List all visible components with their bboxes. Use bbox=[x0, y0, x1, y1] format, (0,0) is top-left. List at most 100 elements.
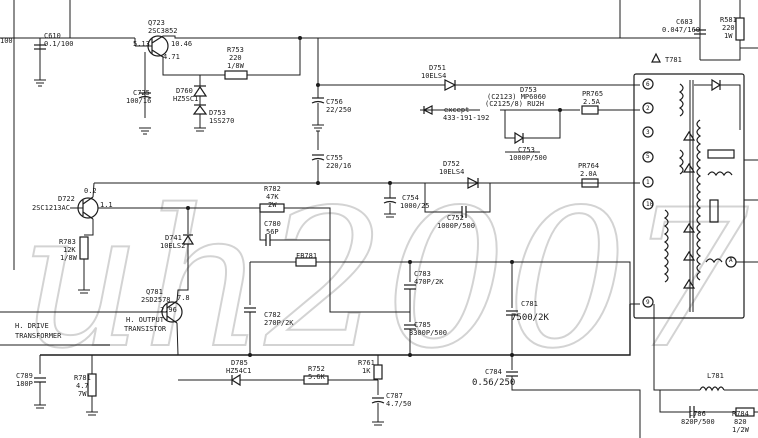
label-c787b: 4.7/50 bbox=[386, 400, 411, 408]
label-pr765b: 2.5A bbox=[583, 98, 601, 106]
label-d753b: (C2123) MP6060 bbox=[487, 93, 546, 101]
label-hdr2: TRANSFORMER bbox=[15, 332, 62, 340]
label-r781c: 7W bbox=[78, 390, 87, 398]
label-c787a: C787 bbox=[386, 392, 403, 400]
label-exc2: 433-191-192 bbox=[443, 114, 489, 122]
label-c683b: 0.047/160 bbox=[662, 26, 700, 34]
label-hout2: TRANSISTOR bbox=[124, 325, 167, 333]
label-pr764b: 2.0A bbox=[580, 170, 598, 178]
label-r753a: R753 bbox=[227, 46, 244, 54]
label-r782b: 47K bbox=[266, 193, 279, 201]
label-l100: 100 bbox=[0, 37, 13, 45]
label-r581c: 1W bbox=[724, 32, 733, 40]
label-c756a: C756 bbox=[326, 98, 343, 106]
label-d753a: D753 bbox=[520, 86, 537, 94]
label-d753ia: D753 bbox=[209, 109, 226, 117]
label-q781a: Q781 bbox=[146, 288, 163, 296]
label-r761a: R761 bbox=[358, 359, 375, 367]
upper-wiring bbox=[0, 0, 758, 270]
label-fb781: FB781 bbox=[296, 252, 317, 260]
label-r782a: R782 bbox=[264, 185, 281, 193]
label-r752b: 5.6K bbox=[308, 373, 326, 381]
label-r784a: R784 bbox=[732, 410, 749, 418]
label-c782b: 270P/2K bbox=[264, 319, 294, 327]
label-c786a: C786 bbox=[689, 410, 706, 418]
label-pr765a: PR765 bbox=[582, 90, 603, 98]
label-p10: 10 bbox=[646, 201, 654, 208]
label-d751b: 10ELS4 bbox=[421, 72, 446, 80]
label-c754b: 1000/25 bbox=[400, 202, 430, 210]
label-pA: A bbox=[729, 257, 733, 264]
label-l781: L781 bbox=[707, 372, 724, 380]
label-d722a: D722 bbox=[58, 195, 75, 203]
label-c781a: C781 bbox=[521, 300, 538, 308]
label-p3: 3 bbox=[646, 129, 650, 136]
label-r761b: 1K bbox=[362, 367, 371, 375]
label-r784c: 1/2W bbox=[732, 426, 750, 434]
h-output-section bbox=[0, 182, 641, 438]
label-c753b: 1000P/500 bbox=[509, 154, 547, 162]
label-hdr1: H. DRIVE bbox=[15, 322, 49, 330]
label-d741a: D741 bbox=[165, 234, 182, 242]
label-c752a: C752 bbox=[447, 214, 464, 222]
label-d760b: HZ5SC1 bbox=[173, 95, 198, 103]
label-q723b: 2SC3852 bbox=[148, 27, 178, 35]
label-c683a: C683 bbox=[676, 18, 693, 26]
bottom-right-network bbox=[653, 304, 758, 418]
label-r784b: 820 bbox=[734, 418, 747, 426]
label-c756b: 22/250 bbox=[326, 106, 351, 114]
label-d722c: 0.2 bbox=[84, 187, 97, 195]
label-q781b: 2SD2578 bbox=[141, 296, 171, 304]
label-d752a: D752 bbox=[443, 160, 460, 168]
label-exc1: except bbox=[444, 106, 469, 114]
label-r781a: R781 bbox=[74, 374, 91, 382]
label-d760a: D760 bbox=[176, 87, 193, 95]
label-q723a: Q723 bbox=[148, 19, 165, 27]
secondary-rectifiers bbox=[94, 38, 640, 218]
label-r783b: 12K bbox=[63, 246, 76, 254]
label-c754a: C754 bbox=[402, 194, 419, 202]
label-q723c: 5.13 bbox=[133, 40, 150, 48]
component-value-labels: 7500/2K 0.56/250 bbox=[472, 313, 550, 388]
label-r752a: R752 bbox=[308, 365, 325, 373]
label-c789b: 180P bbox=[16, 380, 33, 388]
transformer-pin-labels: 6 2 3 5 1 10 9 A bbox=[646, 81, 733, 306]
label-pr764a: PR764 bbox=[578, 162, 599, 170]
label-c783a: C783 bbox=[414, 270, 431, 278]
label-c789a: C789 bbox=[16, 372, 33, 380]
label-c752b: 1000P/500 bbox=[437, 222, 475, 230]
label-c785a: C785 bbox=[414, 321, 431, 329]
flyback-transformer-t781 bbox=[633, 52, 758, 319]
label-c780a: C780 bbox=[264, 220, 281, 228]
label-d785b: HZ54C1 bbox=[226, 367, 251, 375]
label-p9: 9 bbox=[646, 299, 650, 306]
label-d751a: D751 bbox=[429, 64, 446, 72]
label-r753b: 220 bbox=[229, 54, 242, 62]
label-c725a: C725 bbox=[133, 89, 150, 97]
label-d753c: (C2125/8) RU2H bbox=[485, 100, 544, 108]
label-c755b: 220/16 bbox=[326, 162, 351, 170]
label-hout1: H. OUTPUT bbox=[126, 316, 165, 324]
label-c781v: 7500/2K bbox=[511, 313, 550, 323]
label-c755a: C755 bbox=[326, 154, 343, 162]
label-c610a: C610 bbox=[44, 32, 61, 40]
label-c784v: 0.56/250 bbox=[472, 378, 515, 388]
label-c782a: C782 bbox=[264, 311, 281, 319]
label-p6: 6 bbox=[646, 81, 650, 88]
label-r753c: 1/8W bbox=[227, 62, 245, 70]
label-c753a: C753 bbox=[518, 146, 535, 154]
label-c786b: 820P/500 bbox=[681, 418, 715, 426]
label-p5: 5 bbox=[646, 153, 650, 160]
label-q723e: 4.71 bbox=[163, 53, 180, 61]
label-p2: 2 bbox=[646, 105, 650, 112]
label-p1: 1 bbox=[646, 179, 650, 186]
label-q723d: 10.46 bbox=[171, 40, 192, 48]
label-r783a: R783 bbox=[59, 238, 76, 246]
label-r581b: 220 bbox=[722, 24, 735, 32]
label-d785a: D785 bbox=[231, 359, 248, 367]
label-d753ib: 1SS270 bbox=[209, 117, 234, 125]
label-q781c: 7.8 bbox=[177, 294, 190, 302]
label-r581a: R581 bbox=[720, 16, 737, 24]
